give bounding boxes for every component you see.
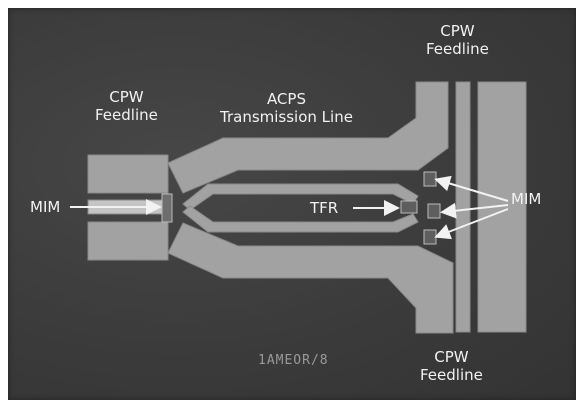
mim-right-pointer-2 xyxy=(440,202,509,219)
circuit-layout xyxy=(70,81,527,334)
acps-inner-lower xyxy=(182,205,419,233)
cpw-top-label-line2: Feedline xyxy=(426,40,489,58)
mim-left-label: MIM xyxy=(30,198,61,216)
cpw-bottom-label-line2: Feedline xyxy=(420,366,483,384)
cpw-bottom-label: CPW Feedline xyxy=(420,348,483,384)
acps-label-line1: ACPS xyxy=(266,90,306,108)
acps-label: ACPS Transmission Line xyxy=(220,90,353,126)
tfr-label: TFR xyxy=(310,199,339,217)
tfr-resistor xyxy=(400,200,418,214)
mim-right-pointer-1 xyxy=(434,175,509,202)
acps-label-line2: Transmission Line xyxy=(220,108,353,126)
cpw-left-label: CPW Feedline xyxy=(95,88,158,124)
mim-capacitor-right-1 xyxy=(423,171,437,187)
mim-capacitor-right-2 xyxy=(427,203,441,219)
mim-capacitor-left xyxy=(161,193,173,223)
circuit-photo xyxy=(8,8,576,400)
left-cpw-ground-bottom xyxy=(87,221,169,261)
mim-capacitor-right-3 xyxy=(423,229,437,245)
left-cpw-ground-top xyxy=(87,154,169,194)
mim-right-pointer-3 xyxy=(434,208,509,240)
cpw-bottom-label-line1: CPW xyxy=(434,348,469,366)
cpw-left-label-line1: CPW xyxy=(109,88,144,106)
cpw-top-label: CPW Feedline xyxy=(426,22,489,58)
right-cpw-strip-1 xyxy=(455,81,471,333)
cpw-top-label-line1: CPW xyxy=(440,22,475,40)
acps-lower-strip xyxy=(167,222,454,334)
cpw-left-label-line2: Feedline xyxy=(95,106,158,124)
mim-right-label: MIM xyxy=(511,190,542,208)
acps-upper-strip xyxy=(167,81,449,194)
wafer-code: 1AMEOR/8 xyxy=(258,353,329,368)
acps-inner-upper xyxy=(182,183,419,211)
